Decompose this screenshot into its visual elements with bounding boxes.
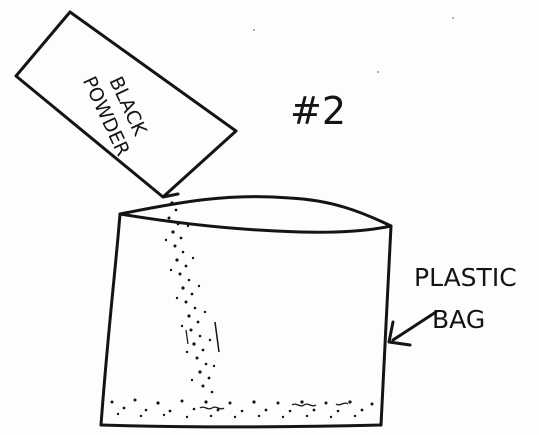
bag-left-side	[101, 214, 120, 425]
arrow-shaft	[393, 312, 436, 340]
powder-pile	[111, 399, 374, 419]
bag-bottom	[101, 425, 381, 427]
step-number: #2	[290, 89, 346, 133]
scan-specks	[253, 17, 454, 73]
pointer-arrow	[389, 312, 436, 345]
arrow-head	[389, 322, 410, 345]
bag-opening-front	[120, 214, 391, 232]
falling-powder	[165, 201, 219, 393]
box-label-group: BLACK POWDER	[78, 63, 156, 160]
bag-label-line2: BAG	[432, 305, 485, 334]
bag-right-side	[381, 226, 391, 425]
bag-label-line1: PLASTIC	[414, 263, 517, 292]
plastic-bag	[101, 197, 391, 427]
